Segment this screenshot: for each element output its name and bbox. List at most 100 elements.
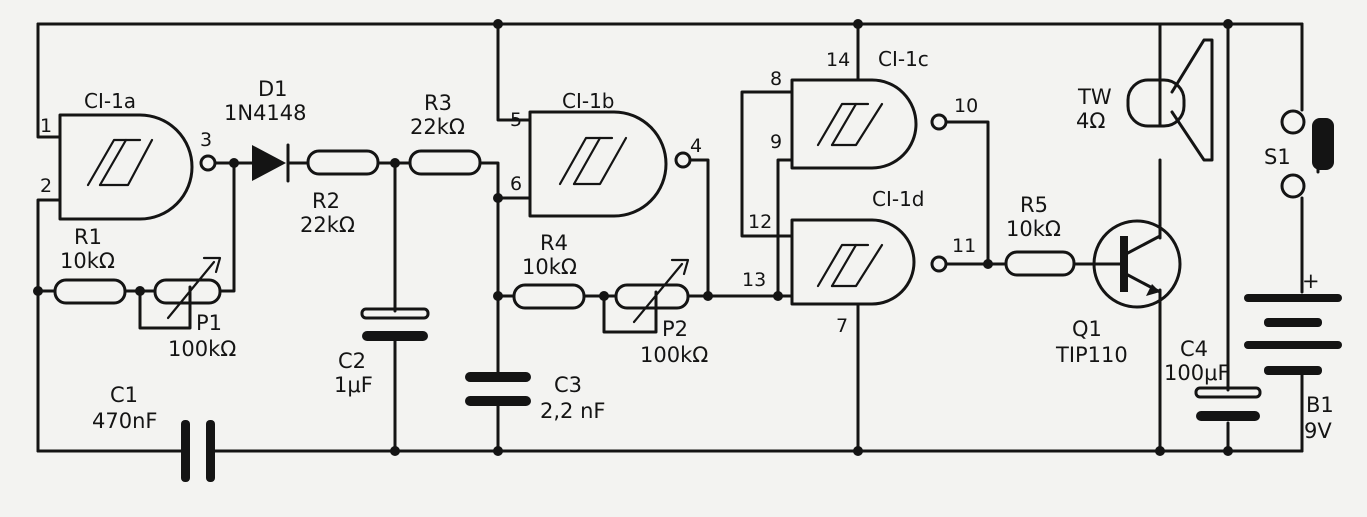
junction-dot (983, 259, 993, 269)
label-b1-polarity: + (1302, 269, 1320, 293)
speaker-tw (1126, 38, 1214, 162)
wire-pin10-11 (944, 120, 1008, 266)
junction-dot (1155, 446, 1165, 456)
switch-s1 (1280, 109, 1334, 199)
chip-label-ci-1b: CI-1b (562, 89, 615, 113)
wire-input-bus (740, 90, 794, 298)
potentiometer-p2 (614, 258, 690, 324)
label-r2-value: 22kΩ (300, 213, 355, 237)
label-c3-value: 2,2 nF (540, 399, 605, 423)
capacitor-c2 (360, 307, 430, 341)
gate-ci-1b (528, 110, 692, 218)
wire-p2-wiper (602, 290, 658, 334)
label-q1-ref: Q1 (1072, 317, 1102, 341)
wires (36, 22, 1304, 453)
pin-label: 13 (742, 269, 766, 291)
wire-p1-wiper (138, 285, 192, 330)
label-p1-value: 100kΩ (168, 337, 236, 361)
wire-pin2 (36, 198, 62, 453)
gate-ci-1d (790, 218, 948, 306)
label-r5-ref: R5 (1020, 193, 1048, 217)
label-c4-value: 100μF (1164, 361, 1230, 385)
label-c1-value: 470nF (92, 409, 157, 433)
label-c3-ref: C3 (554, 373, 582, 397)
resistor-r5 (1004, 250, 1076, 277)
junction-dot (493, 291, 503, 301)
label-tw-value: 4Ω (1076, 109, 1105, 133)
label-r3-ref: R3 (424, 91, 452, 115)
label-r4-value: 10kΩ (522, 255, 577, 279)
pin-label: 2 (40, 175, 52, 197)
wire-pin5 (496, 22, 532, 122)
junction-dot (703, 291, 713, 301)
pin-label: 10 (954, 95, 978, 117)
chip-label-ci-1d: CI-1d (872, 187, 925, 211)
label-r5-value: 10kΩ (1006, 217, 1061, 241)
pin-label: 9 (770, 131, 782, 153)
wire-pin1 (36, 22, 62, 139)
label-p1-ref: P1 (196, 311, 222, 335)
pin-label: 12 (748, 211, 772, 233)
junction-dot (33, 286, 43, 296)
label-b1-value: 9V (1304, 419, 1332, 443)
gate-ci-1c (790, 78, 948, 170)
junction-dot (390, 446, 400, 456)
junction-dot (853, 19, 863, 29)
junction-dot (493, 19, 503, 29)
pin-label: 14 (826, 49, 850, 71)
label-r1-value: 10kΩ (60, 249, 115, 273)
pin-label: 4 (690, 135, 702, 157)
capacitor-c3 (465, 372, 531, 406)
component-labels: D1 1N4148 R1 10kΩ R2 22kΩ R3 22kΩ R4 10k… (60, 77, 1334, 443)
pin-label: 11 (952, 235, 976, 257)
label-c1-ref: C1 (110, 383, 138, 407)
resistor-r2 (306, 149, 380, 176)
chip-labels: CI-1a CI-1b CI-1c CI-1d (84, 47, 929, 211)
junction-dot (1223, 446, 1233, 456)
junction-dot (599, 291, 609, 301)
wire-pin4 (688, 158, 710, 298)
label-d1-ref: D1 (258, 77, 288, 101)
transistor-q1 (1092, 219, 1182, 309)
pin-label: 7 (836, 315, 848, 337)
junction-dot (390, 158, 400, 168)
junction-dot (229, 158, 239, 168)
label-r1-ref: R1 (74, 225, 102, 249)
chip-label-ci-1a: CI-1a (84, 89, 136, 113)
label-r3-value: 22kΩ (410, 115, 465, 139)
label-q1-value: TIP110 (1055, 343, 1128, 367)
resistor-r4 (512, 283, 586, 310)
junction-dot (493, 446, 503, 456)
diode-d1 (252, 143, 290, 183)
junction-dot (1223, 19, 1233, 29)
junction-dot (853, 446, 863, 456)
pin-label: 8 (770, 68, 782, 90)
resistor-r1 (53, 278, 127, 305)
capacitor-c4 (1194, 386, 1262, 421)
capacitor-c1 (181, 420, 215, 482)
battery-b1 (1244, 294, 1342, 375)
label-c4-ref: C4 (1180, 337, 1208, 361)
label-d1-value: 1N4148 (224, 101, 307, 125)
label-r2-ref: R2 (312, 189, 340, 213)
junction-dot (135, 286, 145, 296)
chip-label-ci-1c: CI-1c (878, 47, 929, 71)
label-c2-ref: C2 (338, 349, 366, 373)
junction-dot (773, 291, 783, 301)
pin-label: 1 (40, 115, 52, 137)
label-r4-ref: R4 (540, 231, 568, 255)
label-tw-ref: TW (1077, 85, 1112, 109)
gate-ci-1a (58, 113, 217, 221)
label-c2-value: 1μF (334, 373, 373, 397)
potentiometer-p1 (153, 256, 222, 320)
wire-r2-r3 (376, 161, 532, 200)
resistor-r3 (408, 149, 482, 176)
label-b1-ref: B1 (1306, 393, 1334, 417)
pin-label: 3 (200, 129, 212, 151)
pin-labels: 1 2 3 4 5 6 7 8 9 10 11 12 13 14 (40, 49, 978, 337)
label-p2-ref: P2 (662, 317, 688, 341)
pin-label: 6 (510, 173, 522, 195)
label-p2-value: 100kΩ (640, 343, 708, 367)
junction-dot (493, 193, 503, 203)
